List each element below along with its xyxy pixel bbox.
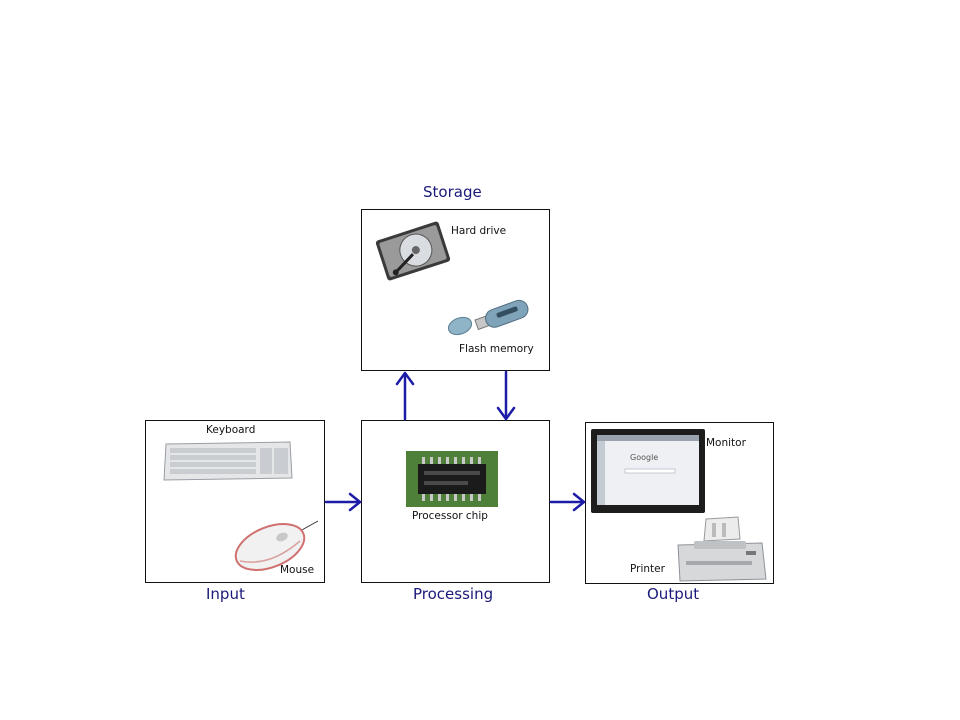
printer-label: Printer — [630, 563, 665, 575]
input-box: Keyboard Mouse — [145, 420, 325, 583]
arrow-input-to-processing-head — [348, 492, 362, 512]
processor-chip-label: Processor chip — [412, 510, 488, 522]
hard-drive-label: Hard drive — [451, 225, 507, 237]
monitor-label: Monitor — [706, 437, 746, 449]
flash-memory-label: Flash memory — [459, 343, 534, 355]
output-box: Google Monitor Printer — [585, 422, 774, 584]
processing-heading: Processing — [413, 585, 494, 603]
keyboard-icon — [163, 441, 293, 481]
printer-icon — [677, 516, 767, 582]
monitor-icon — [591, 429, 705, 513]
input-heading: Input — [206, 585, 245, 603]
search-logo-text: Google — [630, 453, 659, 462]
output-heading: Output — [647, 585, 700, 603]
processor-chip-icon — [406, 451, 498, 507]
processing-box: Processor chip — [361, 420, 550, 583]
hard-drive-icon — [375, 221, 451, 281]
mouse-icon — [234, 520, 319, 571]
arrow-storage-to-processing-head — [496, 406, 516, 421]
flash-drive-icon — [447, 299, 529, 336]
arrow-processing-to-output-head — [572, 492, 586, 512]
arrow-processing-to-storage-head — [395, 371, 415, 386]
keyboard-label: Keyboard — [206, 424, 256, 436]
mouse-label: Mouse — [280, 564, 315, 576]
storage-heading: Storage — [423, 183, 482, 201]
storage-box: Hard drive Flash memory — [361, 209, 550, 371]
